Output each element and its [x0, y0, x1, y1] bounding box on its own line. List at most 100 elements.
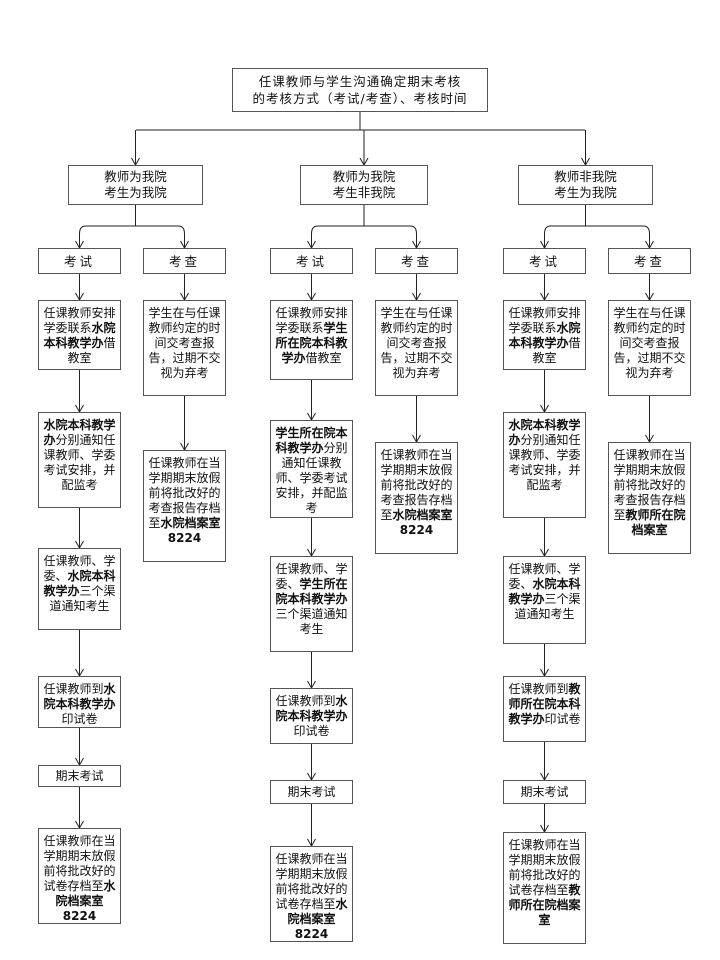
- exam-step-box: 任课教师、学委、学生所在院本科教学办三个渠道通知考生: [270, 556, 353, 652]
- group-box-line: 教师非我院: [554, 169, 617, 184]
- text: 学生在与任课教师约定的时间交考查报告，过期不交视为弃考: [380, 306, 453, 380]
- exam-step-box: 期末考试: [503, 780, 586, 804]
- text: 借教室: [532, 336, 581, 365]
- exam-step-box-text: 期末考试: [520, 785, 568, 800]
- exam-step-box: 任课教师安排学委联系水院本科教学办借教室: [38, 300, 121, 370]
- text: 任课教师在当学期期末放假前将批改好的考查报告存档至: [613, 448, 686, 522]
- exam-step-box-text: 期末考试: [55, 769, 103, 784]
- text: 学生在与任课教师约定的时间交考查报告，过期不交视为弃考: [613, 306, 686, 380]
- check-label-box: 考查: [375, 248, 458, 274]
- exam-step-box-text: 任课教师在当学期期末放假前将批改好的试卷存档至水院档案室8224: [43, 834, 116, 924]
- exam-step-box: 任课教师到水院本科教学办印试卷: [270, 688, 353, 744]
- text: 印试卷: [61, 712, 98, 726]
- exam-step-box-text: 任课教师安排学委联系学生所在院本科教学办借教室: [275, 306, 348, 366]
- bold-text: 教师所在院本科教学办: [508, 682, 581, 726]
- text: 期末考试: [55, 768, 104, 783]
- bold-text: 水院本科教学办: [43, 418, 116, 447]
- bold-text: 水院本科教学办: [508, 418, 581, 447]
- text: 借教室: [67, 336, 116, 365]
- text: 分别通知任课教师、学委考试安排，并配监考: [508, 433, 581, 492]
- bold-text: 水院档案室8224: [160, 516, 221, 545]
- exam-step-box: 任课教师在当学期期末放假前将批改好的试卷存档至水院档案室8224: [270, 846, 353, 942]
- exam-step-box-text: 任课教师安排学委联系水院本科教学办借教室: [508, 306, 581, 366]
- text: 三个渠道通知考生: [275, 607, 348, 636]
- exam-step-box: 任课教师到教师所在院本科教学办印试卷: [503, 676, 586, 742]
- check-branch: [364, 225, 417, 235]
- check-step-box-text: 学生在与任课教师约定的时间交考查报告，过期不交视为弃考: [613, 306, 686, 381]
- text: 学生在与任课教师约定的时间交考查报告，过期不交视为弃考: [148, 306, 221, 380]
- text: 印试卷: [293, 724, 330, 738]
- group-box-line: 考生为我院: [554, 185, 617, 200]
- exam-label-box: 考试: [503, 248, 586, 274]
- check-step-box: 任课教师在当学期期末放假前将批改好的考查报告存档至教师所在院档案室: [608, 442, 691, 554]
- group-box-line: 考生非我院: [332, 185, 396, 200]
- text: 任课教师到: [275, 694, 336, 708]
- exam-step-box-text: 任课教师、学委、水院本科教学办三个渠道通知考生: [508, 562, 581, 622]
- exam-step-box: 任课教师、学委、水院本科教学办三个渠道通知考生: [503, 556, 586, 644]
- text: 任课教师到: [508, 682, 569, 696]
- exam-step-box-text: 任课教师安排学委联系水院本科教学办借教室: [43, 306, 116, 366]
- exam-step-box-text: 水院本科教学办分别通知任课教师、学委考试安排，并配监考: [43, 418, 116, 493]
- text: 任课教师、学委、: [43, 554, 116, 583]
- group-box: 教师为我院考生为我院: [68, 165, 203, 205]
- exam-step-box-text: 任课教师在当学期期末放假前将批改好的试卷存档至教师所在院档案室: [508, 838, 581, 928]
- text: 印试卷: [544, 712, 581, 726]
- text: 任课教师、学委、: [508, 562, 581, 591]
- root-box: 任课教师与学生沟通确定期末考核 的考核方式（考试/考查）、考核时间: [232, 68, 488, 112]
- text: 分别通知任课教师、学委考试安排，并配监考: [275, 441, 348, 515]
- bold-text: 水院档案室8224: [287, 897, 348, 941]
- text: 任课教师到: [43, 682, 104, 696]
- text: 三个渠道通知考生: [49, 584, 116, 613]
- exam-step-box: 学生所在院本科教学办分别通知任课教师、学委考试安排，并配监考: [270, 420, 353, 518]
- text: 任课教师安排学委联系: [508, 306, 581, 335]
- text: 分别通知任课教师、学委考试安排，并配监考: [43, 433, 116, 492]
- exam-step-box: 任课教师在当学期期末放假前将批改好的试卷存档至水院档案室8224: [38, 828, 121, 924]
- root-line-2: 的考核方式（考试/考查）、考核时间: [252, 91, 468, 106]
- text: 任课教师在当学期期末放假前将批改好的考查报告存档至: [148, 456, 221, 530]
- text: 期末考试: [520, 784, 569, 799]
- bold-text: 学生所在院本科教学办: [275, 426, 348, 455]
- group-box: 教师为我院考生非我院: [300, 165, 428, 205]
- exam-step-box-text: 任课教师到水院本科教学办印试卷: [275, 694, 348, 739]
- text: 三个渠道通知考生: [514, 592, 581, 621]
- exam-step-box-text: 任课教师到水院本科教学办印试卷: [43, 682, 116, 727]
- exam-label-box: 考试: [38, 248, 121, 274]
- exam-step-box: 任课教师、学委、水院本科教学办三个渠道通知考生: [38, 548, 121, 630]
- bold-text: 水院本科教学办: [275, 694, 348, 723]
- exam-step-box: 水院本科教学办分别通知任课教师、学委考试安排，并配监考: [503, 412, 586, 518]
- text: 任课教师、学委、: [275, 562, 348, 591]
- exam-step-box: 任课教师安排学委联系学生所在院本科教学办借教室: [270, 300, 353, 380]
- exam-step-box: 任课教师在当学期期末放假前将批改好的试卷存档至教师所在院档案室: [503, 832, 586, 944]
- exam-step-box-text: 期末考试: [287, 785, 335, 800]
- bold-text: 水院档案室8224: [392, 508, 453, 537]
- check-step-box: 任课教师在当学期期末放假前将批改好的考查报告存档至水院档案室8224: [143, 450, 226, 562]
- group-box: 教师非我院考生为我院: [518, 165, 653, 205]
- bold-text: 水院本科教学办: [508, 321, 581, 350]
- exam-step-box: 期末考试: [38, 765, 121, 787]
- exam-step-box: 水院本科教学办分别通知任课教师、学委考试安排，并配监考: [38, 412, 121, 508]
- group-box-line: 教师为我院: [332, 169, 396, 184]
- exam-step-box-text: 任课教师到教师所在院本科教学办印试卷: [508, 682, 581, 727]
- check-label-box: 考查: [143, 248, 226, 274]
- exam-branch: [544, 225, 586, 235]
- exam-step-box-text: 学生所在院本科教学办分别通知任课教师、学委考试安排，并配监考: [275, 426, 348, 516]
- check-step-box: 学生在与任课教师约定的时间交考查报告，过期不交视为弃考: [375, 300, 458, 396]
- text: 任课教师在当学期期末放假前将批改好的考查报告存档至: [380, 448, 453, 522]
- bold-text: 水院本科教学办: [508, 577, 581, 606]
- group-box-line: 考生为我院: [104, 185, 167, 200]
- bold-text: 学生所在院本科教学办: [275, 577, 348, 606]
- check-step-box-text: 任课教师在当学期期末放假前将批改好的考查报告存档至教师所在院档案室: [613, 448, 686, 538]
- exam-step-box: 期末考试: [270, 780, 353, 804]
- text: 任课教师在当学期期末放假前将批改好的试卷存档至: [508, 838, 581, 897]
- exam-branch: [311, 225, 364, 235]
- bold-text: 水院档案室8224: [55, 879, 116, 923]
- check-label-box: 考查: [608, 248, 691, 274]
- check-step-box: 学生在与任课教师约定的时间交考查报告，过期不交视为弃考: [608, 300, 691, 396]
- exam-step-box: 任课教师到水院本科教学办印试卷: [38, 676, 121, 728]
- exam-step-box-text: 任课教师、学委、学生所在院本科教学办三个渠道通知考生: [275, 562, 348, 637]
- exam-step-box-text: 任课教师、学委、水院本科教学办三个渠道通知考生: [43, 554, 116, 614]
- bold-text: 教师所在院档案室: [625, 508, 686, 537]
- check-step-box-text: 任课教师在当学期期末放假前将批改好的考查报告存档至水院档案室8224: [380, 448, 453, 538]
- check-branch: [585, 225, 650, 235]
- exam-step-box-text: 任课教师在当学期期末放假前将批改好的试卷存档至水院档案室8224: [275, 852, 348, 942]
